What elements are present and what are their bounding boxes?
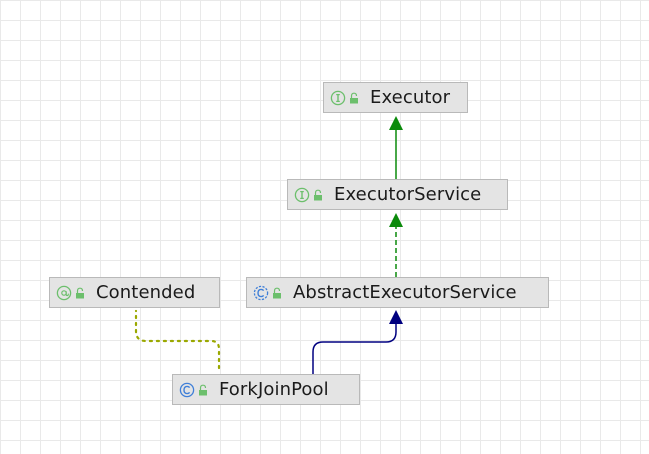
abstract-class-icon <box>253 285 269 301</box>
lock-icon <box>198 384 208 396</box>
arrowhead-icon <box>389 310 403 324</box>
node-label: AbstractExecutorService <box>293 282 517 303</box>
edge-line <box>312 324 397 374</box>
lock-icon <box>272 287 282 299</box>
interface-icon <box>330 90 346 106</box>
node-label: ExecutorService <box>334 184 482 205</box>
node-abstract-executor-service[interactable]: AbstractExecutorService <box>246 277 549 308</box>
edge-executorservice-extends-executor <box>389 116 403 179</box>
edge-forkjoinpool-extends-abstractexecutorservice <box>312 310 403 374</box>
node-label: Contended <box>96 282 196 303</box>
lock-icon <box>349 92 359 104</box>
node-executor[interactable]: Executor <box>323 82 468 113</box>
lock-icon <box>313 189 323 201</box>
class-icon <box>179 382 195 398</box>
lock-icon <box>75 287 85 299</box>
node-contended[interactable]: Contended <box>49 277 220 308</box>
node-label: ForkJoinPool <box>219 379 329 400</box>
interface-icon <box>294 187 310 203</box>
node-label: Executor <box>370 87 451 108</box>
node-fork-join-pool[interactable]: ForkJoinPool <box>172 374 360 405</box>
edge-line <box>134 309 221 370</box>
annotation-icon <box>56 285 72 301</box>
arrowhead-icon <box>389 116 403 130</box>
node-executor-service[interactable]: ExecutorService <box>287 179 508 210</box>
edge-forkjoinpool-annotated-by-contended <box>134 309 221 370</box>
edge-abstractexecutorservice-implements-executorservice <box>389 213 403 277</box>
arrowhead-icon <box>389 213 403 227</box>
